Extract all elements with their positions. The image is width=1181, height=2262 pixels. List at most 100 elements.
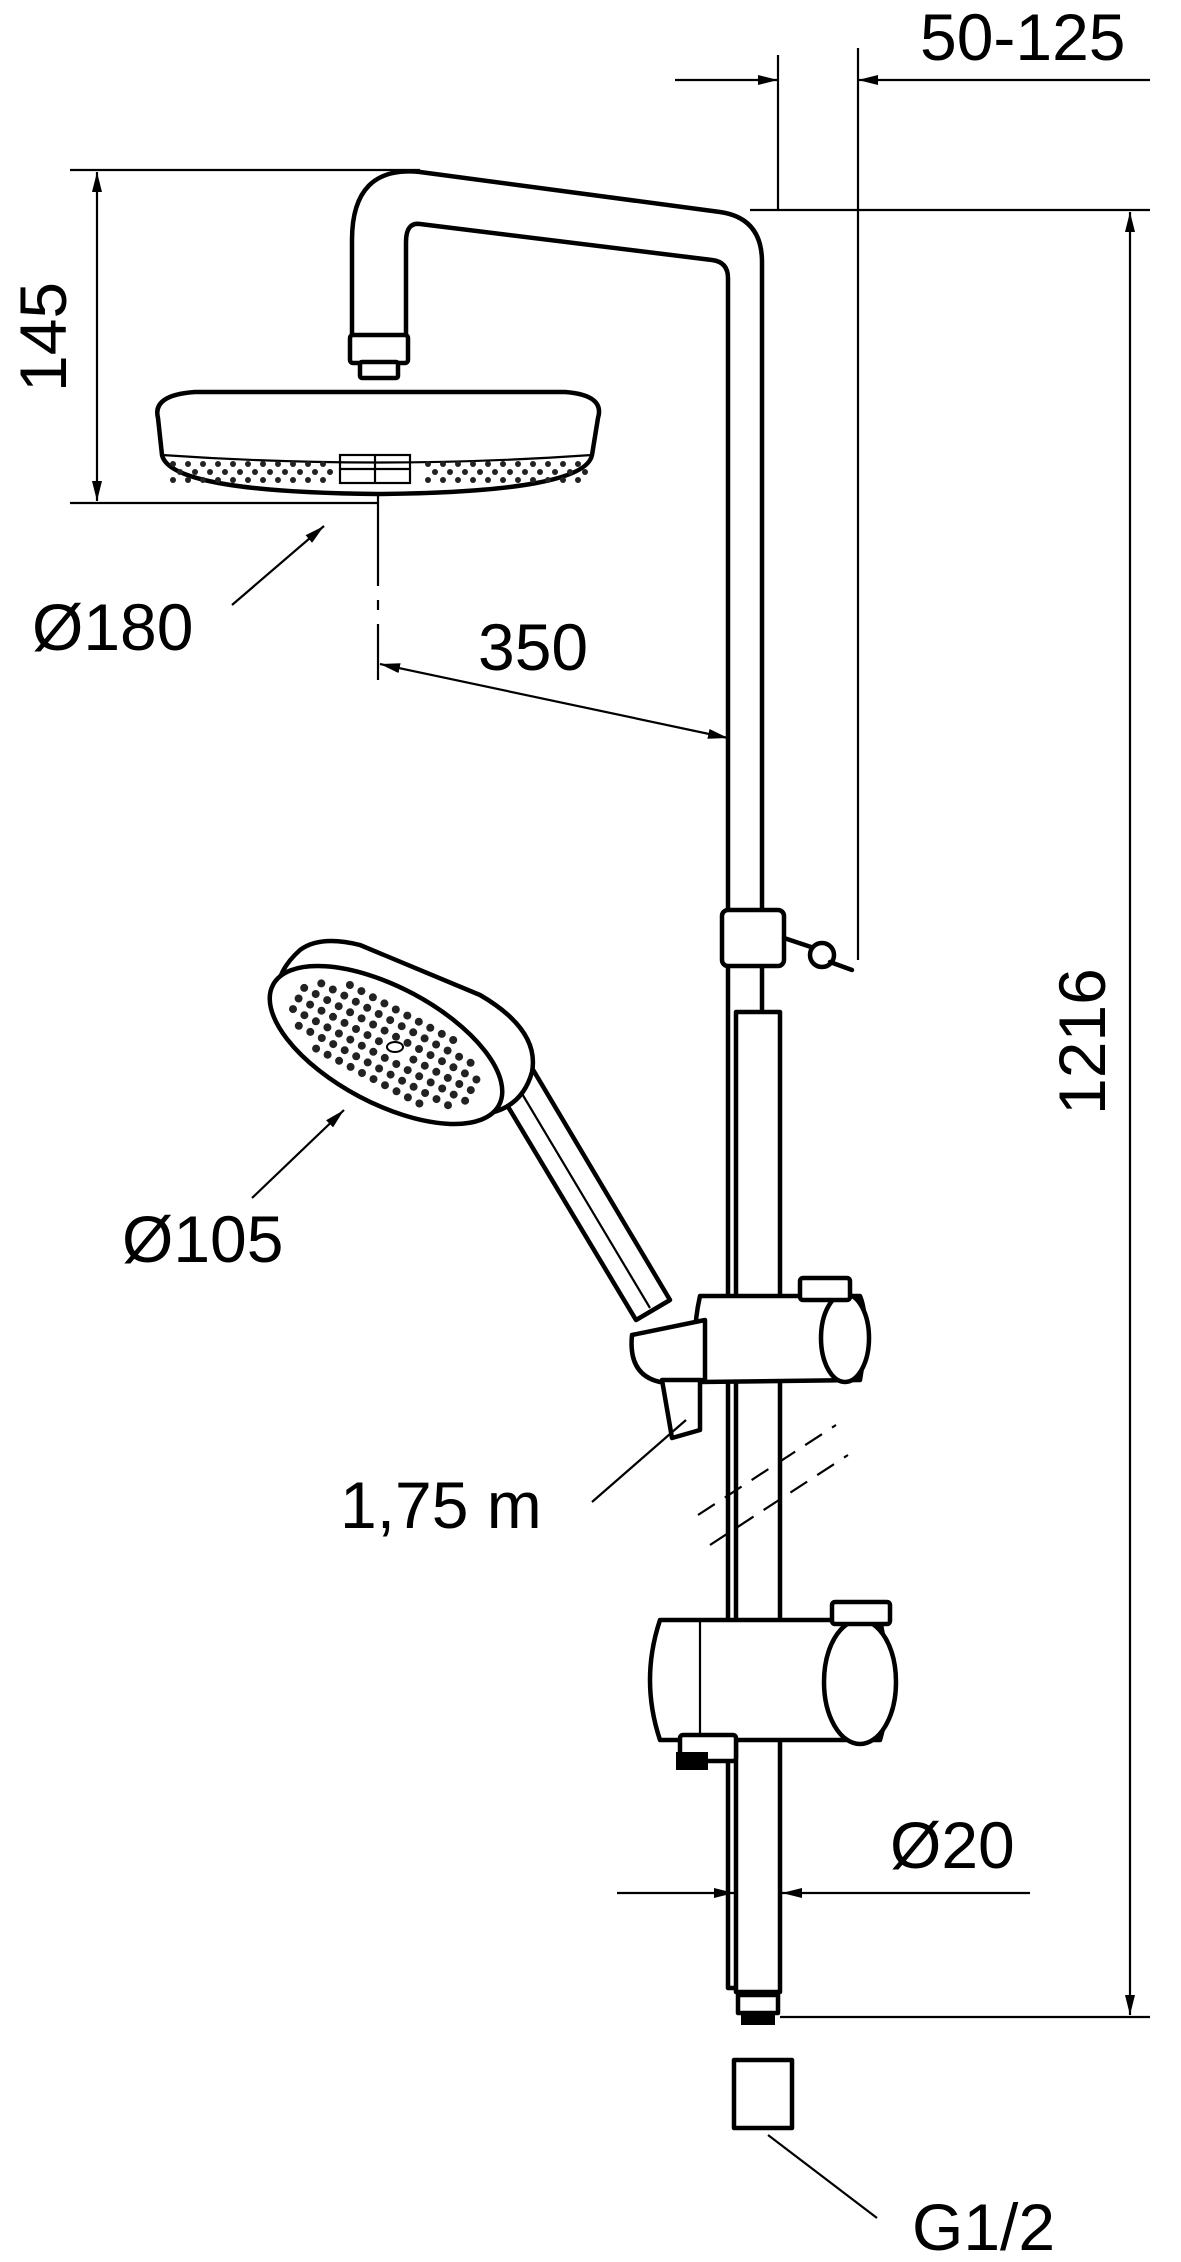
nozzle-dot xyxy=(403,1038,412,1047)
nozzle-dot xyxy=(185,477,191,483)
nozzle-dot xyxy=(386,1070,395,1079)
nozzle-dot xyxy=(192,469,198,475)
nozzle-dot xyxy=(567,469,573,475)
nozzle-dot xyxy=(312,469,318,475)
nozzle-dot xyxy=(447,469,453,475)
overhead-shower-arm xyxy=(349,169,765,1991)
nozzle-dot xyxy=(381,1081,389,1090)
nozzle-dot xyxy=(290,461,296,467)
nozzle-dot xyxy=(466,1058,475,1067)
nozzle-dot xyxy=(440,461,446,467)
nozzle-dot xyxy=(392,1032,400,1041)
nozzle-dot xyxy=(311,1017,320,1026)
dimension-total-height xyxy=(750,208,1150,2019)
nozzle-dot xyxy=(440,477,446,483)
nozzle-dot xyxy=(392,1087,401,1096)
nozzle-dot xyxy=(200,477,206,483)
nozzle-dot xyxy=(312,1044,321,1053)
nozzle-dot xyxy=(437,1029,446,1038)
label-hand-shower-diameter: Ø105 xyxy=(122,1202,283,1276)
nozzle-dot xyxy=(466,1086,475,1095)
nozzle-dot xyxy=(346,1008,355,1017)
nozzle-dot xyxy=(414,1017,423,1026)
nozzle-dot xyxy=(245,461,251,467)
nozzle-dot xyxy=(363,1031,372,1040)
hand-shower xyxy=(267,938,673,1323)
nozzle-dot xyxy=(444,1101,452,1110)
leader-hose-length xyxy=(591,1419,687,1503)
nozzle-dot xyxy=(461,1096,470,1105)
nozzle-dot xyxy=(420,1034,429,1043)
connection-nut xyxy=(731,2057,878,2219)
nozzle-dot xyxy=(311,990,320,998)
nozzle-dot xyxy=(582,469,588,475)
nozzle-dot xyxy=(515,477,521,483)
nozzle-dot xyxy=(340,1046,349,1055)
dimension-arm-projection xyxy=(379,662,729,740)
label-head-height: 145 xyxy=(6,282,80,392)
label-hose-length: 1,75 m xyxy=(340,1468,542,1542)
dimension-top-offset xyxy=(675,48,1150,960)
nozzle-dot xyxy=(357,1041,366,1050)
hand-shower-slider xyxy=(629,1275,872,1441)
nozzle-dot xyxy=(290,477,296,483)
nozzle-dot xyxy=(282,469,288,475)
nozzle-dot xyxy=(409,1082,418,1091)
nozzle-dot xyxy=(409,1055,418,1064)
nozzle-dot xyxy=(323,996,332,1005)
nozzle-dot xyxy=(294,994,303,1003)
nozzle-dot xyxy=(545,461,551,467)
nozzle-dot xyxy=(397,1022,406,1031)
nozzle-dot xyxy=(185,461,191,467)
nozzle-dot xyxy=(207,469,213,475)
nozzle-dot xyxy=(415,1099,424,1108)
nozzle-dot xyxy=(294,1021,303,1030)
nozzle-dot xyxy=(470,477,476,483)
nozzle-dot xyxy=(403,1093,412,1102)
nozzle-dot xyxy=(477,469,483,475)
label-connection-thread: G1/2 xyxy=(912,2190,1055,2262)
shower-rail xyxy=(719,907,855,2025)
nozzle-dot xyxy=(317,1034,326,1042)
nozzle-dot xyxy=(357,1014,366,1023)
nozzle-dot xyxy=(329,1040,338,1049)
nozzle-dot xyxy=(357,987,366,996)
nozzle-dot xyxy=(460,1069,469,1078)
dimension-head-height xyxy=(70,168,420,505)
nozzle-dot xyxy=(455,1080,464,1088)
nozzle-dot xyxy=(369,1020,378,1029)
nozzle-dot xyxy=(472,1075,481,1084)
nozzle-dot xyxy=(415,1072,424,1081)
nozzle-dot xyxy=(323,1023,332,1032)
nozzle-dot xyxy=(426,1078,435,1087)
nozzle-dot xyxy=(368,993,377,1002)
nozzle-dot xyxy=(170,477,176,483)
nozzle-dot xyxy=(530,461,536,467)
nozzle-dot xyxy=(380,1053,389,1062)
nozzle-dot xyxy=(260,461,266,467)
nozzle-dot xyxy=(500,461,506,467)
nozzle-dot xyxy=(415,1045,423,1053)
nozzle-dot xyxy=(522,469,528,475)
hand-shower-nozzle-field xyxy=(289,979,481,1110)
nozzle-dot xyxy=(392,1060,401,1068)
nozzle-dot xyxy=(380,999,389,1008)
overhead-shower-head xyxy=(155,332,602,497)
lower-slider xyxy=(647,1599,899,1770)
nozzle-dot xyxy=(300,983,309,992)
nozzle-dot xyxy=(230,461,236,467)
nozzle-dot xyxy=(575,477,581,483)
nozzle-dot xyxy=(449,1036,458,1044)
nozzle-dot xyxy=(334,1002,343,1011)
nozzle-dot xyxy=(329,1012,337,1021)
nozzle-dot xyxy=(403,1066,412,1075)
nozzle-dot xyxy=(443,1046,452,1055)
nozzle-dot xyxy=(177,469,183,475)
nozzle-dot xyxy=(320,477,326,483)
nozzle-dot xyxy=(432,1040,441,1049)
nozzle-dot xyxy=(237,469,243,475)
nozzle-dot xyxy=(462,469,468,475)
nozzle-dot xyxy=(386,1016,395,1025)
nozzle-dot xyxy=(443,1073,452,1082)
nozzle-dot xyxy=(275,461,281,467)
